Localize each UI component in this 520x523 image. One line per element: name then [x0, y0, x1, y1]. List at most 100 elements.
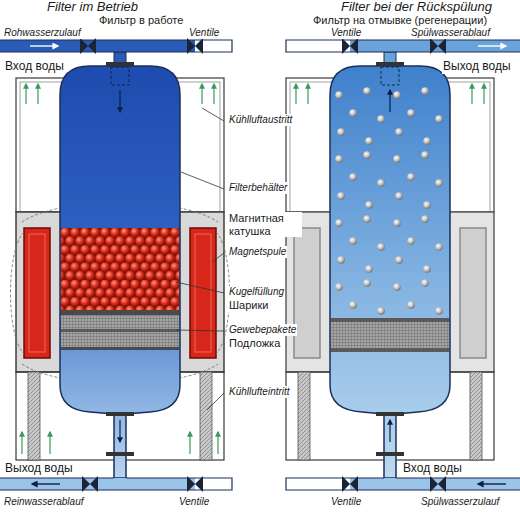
flow-arrow — [119, 90, 120, 112]
flow-label: Reinwasserablauf — [3, 496, 85, 508]
pipe-outline — [286, 40, 520, 52]
valve-label: Ventile — [330, 27, 362, 39]
vessel-outline — [330, 66, 450, 478]
valve-symbol — [430, 38, 446, 54]
vessel-water — [330, 66, 450, 478]
valve-symbol — [80, 38, 96, 54]
flange — [376, 452, 404, 456]
empty-pipe — [286, 40, 350, 52]
panel-subtitle: Фильтр на отмывке (регенерации) — [312, 14, 488, 27]
air-arrow — [295, 84, 296, 104]
magnet-coil — [460, 228, 486, 358]
part-label: Kühlluftaustritt — [228, 114, 293, 126]
flow-label: Rohwasserzulauf — [3, 27, 82, 39]
flow-label: Spülwasserzulauf — [420, 496, 500, 508]
mesh-band — [331, 318, 450, 322]
valve-symbol — [342, 476, 358, 492]
mesh-packs — [331, 318, 450, 352]
flow-arrow — [478, 483, 506, 484]
magnet-coil — [190, 228, 216, 358]
flange — [106, 452, 134, 456]
mesh-band — [331, 348, 450, 352]
distributor — [111, 67, 129, 85]
air-arrow — [37, 84, 38, 104]
air-arrow — [25, 84, 26, 104]
panel-subtitle: Фильтр в работе — [98, 14, 184, 27]
support-column — [200, 372, 212, 460]
air-arrow — [201, 84, 202, 104]
flow-label: Выход воды — [442, 60, 512, 74]
part-label: Подложка — [228, 337, 281, 350]
part-label: Gewebepakete — [228, 324, 297, 336]
valve-symbol — [430, 476, 446, 492]
panel-title: Filter bei der Rückspülung — [340, 0, 493, 15]
valve-symbol — [187, 476, 203, 492]
air-arrow — [217, 432, 218, 454]
flange — [106, 62, 134, 66]
leader-line — [207, 393, 224, 410]
vessel-outline — [60, 66, 180, 478]
flow-label: Вход воды — [402, 462, 463, 476]
filter-vessel — [330, 52, 450, 478]
flow-arrow — [389, 90, 390, 112]
part-label: Filterbehälter — [228, 182, 288, 194]
flow-arrow — [30, 45, 58, 46]
ball-filling — [61, 228, 180, 310]
leader-line — [176, 282, 224, 293]
support-column — [28, 372, 40, 460]
support-column — [298, 372, 310, 460]
operating-filter — [0, 38, 232, 492]
flow-arrow — [389, 420, 390, 442]
leader-lines — [176, 108, 224, 410]
air-arrow — [483, 84, 484, 104]
magnet-coil — [24, 228, 50, 358]
raw-water-pipe — [0, 40, 195, 52]
mesh-band — [61, 347, 180, 350]
valve-symbol — [82, 476, 98, 492]
magnet-coil — [294, 228, 320, 358]
flow-arrow — [32, 483, 60, 484]
magnet-coil — [29, 234, 45, 352]
support-column — [470, 372, 482, 460]
field-line — [11, 232, 25, 354]
mesh-packs — [61, 310, 180, 350]
pipe-outline — [286, 478, 520, 490]
backwash-filter — [286, 38, 520, 492]
filter-vessel — [60, 52, 180, 478]
air-arrow — [307, 84, 308, 104]
flow-arrow — [119, 420, 120, 442]
vessel-water — [60, 66, 180, 478]
pipes — [0, 38, 232, 492]
leader-line — [181, 172, 224, 189]
part-label: Magnetspule — [228, 246, 287, 258]
air-arrow — [213, 84, 214, 104]
mesh-band — [61, 310, 180, 315]
leader-line — [212, 253, 224, 262]
valve-label: Ventile — [188, 27, 220, 39]
valve-symbol — [187, 38, 203, 54]
flow-label: Spülwasserablauf — [410, 27, 491, 39]
coil-housing — [16, 212, 224, 372]
valve-label: Ventile — [330, 496, 362, 508]
flow-arrow — [478, 45, 506, 46]
flange — [106, 412, 134, 416]
air-arrow — [21, 432, 22, 454]
distributor — [381, 67, 399, 85]
loose-balls — [331, 85, 449, 315]
flow-label: Выход воды — [4, 462, 74, 476]
part-label: Kugelfüllung — [228, 286, 285, 298]
air-arrow — [49, 432, 50, 454]
magnet-coil — [195, 234, 211, 352]
panel-title: Filter im Betrieb — [46, 0, 139, 15]
flange — [376, 62, 404, 66]
part-label: Шарики — [228, 299, 269, 312]
air-arrow — [189, 432, 190, 454]
empty-pipe — [286, 478, 350, 490]
flange — [376, 412, 404, 416]
mesh-band — [61, 329, 180, 332]
part-label: Kühllufteintritt — [228, 386, 291, 398]
leader-line — [202, 108, 224, 121]
